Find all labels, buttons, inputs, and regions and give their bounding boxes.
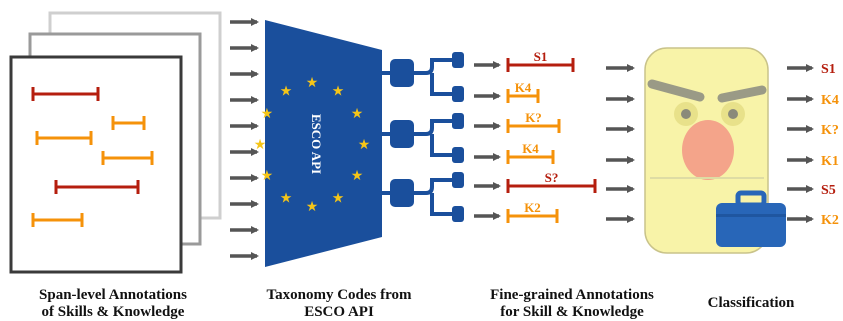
caption-span-level: Span-level Annotations of Skills & Knowl… — [39, 287, 187, 320]
annotation-code: K4 — [522, 141, 539, 156]
right-eyebrow-icon — [717, 85, 767, 103]
span-bracket — [31, 213, 84, 227]
star-icon: ★ — [280, 84, 293, 99]
fine-annotation: K? — [506, 110, 561, 133]
nose-icon — [682, 120, 734, 180]
briefcase-icon — [716, 190, 786, 247]
caption-taxonomy: Taxonomy Codes from ESCO API — [266, 287, 412, 320]
esco-api-block: ★ ★ ★ ★ ★ ★ ★ ★ ★ ★ ★ ★ ESCO API — [254, 20, 382, 267]
caption-classification: Classification — [707, 295, 795, 311]
left-eyebrow-icon — [647, 79, 705, 102]
star-icon: ★ — [358, 138, 371, 153]
left-pupil-icon — [681, 109, 691, 119]
tree-child-node — [452, 52, 464, 68]
span-bracket — [111, 116, 146, 130]
annotation-code: K2 — [524, 200, 541, 215]
classification-label: K1 — [821, 154, 839, 169]
right-pupil-icon — [728, 109, 738, 119]
fine-annotation: K4 — [506, 141, 555, 164]
fine-annotation: K4 — [506, 80, 540, 103]
star-icon: ★ — [351, 169, 364, 184]
eu-stars: ★ ★ ★ ★ ★ ★ ★ ★ ★ ★ ★ ★ — [254, 76, 371, 215]
fine-annotation: K2 — [506, 200, 559, 223]
classification-label: K? — [821, 123, 839, 138]
annotation-code: S? — [545, 170, 559, 185]
star-icon: ★ — [306, 200, 319, 215]
fine-annotation: S1 — [506, 49, 575, 72]
span-bracket — [31, 87, 100, 101]
star-icon: ★ — [261, 107, 274, 122]
star-icon: ★ — [261, 169, 274, 184]
span-bracket — [35, 131, 93, 145]
tree-branch — [382, 113, 464, 163]
star-icon: ★ — [306, 76, 319, 91]
tree-child-node — [452, 86, 464, 102]
tree-parent-node — [390, 120, 414, 148]
span-bracket — [101, 151, 154, 165]
star-icon: ★ — [332, 192, 345, 207]
span-annotations — [31, 87, 154, 227]
document-page-front — [9, 55, 183, 274]
output-arrows — [787, 64, 814, 223]
middle-arrows — [474, 61, 501, 220]
annotation-code: K? — [525, 110, 542, 125]
classification-label: S5 — [821, 183, 836, 198]
annotation-code: S1 — [534, 49, 548, 64]
tree-branch — [382, 52, 464, 102]
input-arrows — [230, 18, 259, 260]
tree-child-node — [452, 147, 464, 163]
classifier-input-arrows — [606, 64, 635, 223]
esco-title: ESCO API — [309, 114, 324, 174]
tree-parent-node — [390, 59, 414, 87]
tree-child-node — [452, 113, 464, 129]
tree-child-node — [452, 206, 464, 222]
esco-flag-shape — [265, 20, 382, 267]
annotation-code: K4 — [515, 80, 532, 95]
taxonomy-tree — [382, 52, 464, 222]
star-icon: ★ — [254, 138, 267, 153]
star-icon: ★ — [351, 107, 364, 122]
tree-parent-node — [390, 179, 414, 207]
fine-annotation: S? — [506, 170, 597, 193]
document-stack — [9, 11, 222, 274]
classification-label: S1 — [821, 62, 836, 77]
star-icon: ★ — [332, 84, 345, 99]
caption-fine-grained: Fine-grained Annotations for Skill & Kno… — [490, 287, 654, 320]
tree-branch — [382, 172, 464, 222]
classification-label: K2 — [821, 213, 839, 228]
classification-label: K4 — [821, 93, 839, 108]
tree-child-node — [452, 172, 464, 188]
star-icon: ★ — [280, 192, 293, 207]
span-bracket — [54, 180, 140, 194]
